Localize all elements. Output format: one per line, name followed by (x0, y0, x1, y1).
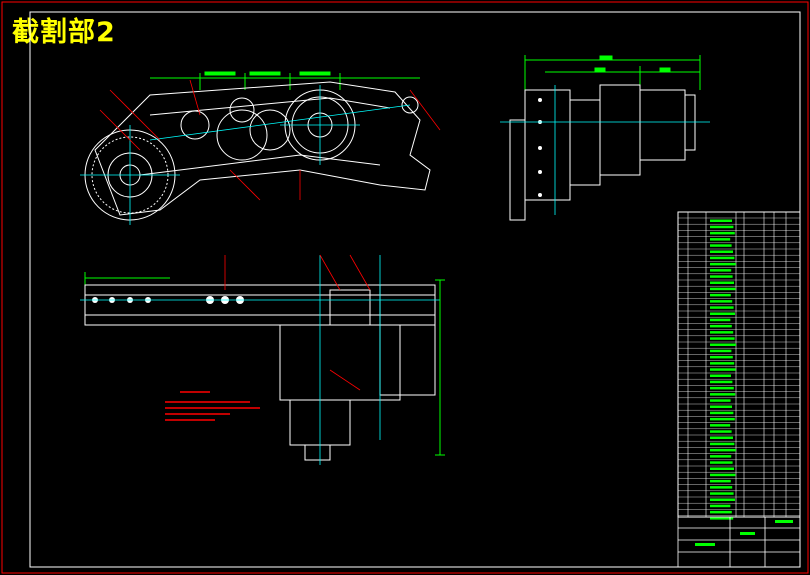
output-shaft (304, 444, 331, 461)
arm-plan-view (80, 254, 445, 465)
table-cell-mark (710, 510, 732, 514)
table-cell-mark (710, 269, 732, 272)
arm-side-view (80, 71, 441, 225)
table-cell-mark (710, 461, 733, 464)
table-cell-mark (710, 355, 733, 359)
table-cell-mark (710, 368, 736, 371)
table-cell-mark (710, 411, 734, 415)
gearbox-section (279, 324, 401, 401)
table-cell-mark (710, 374, 731, 377)
motor-end-view (500, 55, 710, 221)
table-cell-mark (710, 473, 736, 477)
table-cell-mark (710, 424, 731, 427)
drawing-title: 截割部2 (12, 17, 116, 48)
table-cell-mark (710, 312, 735, 315)
table-cell-mark (710, 455, 732, 458)
motor-body (599, 84, 641, 176)
arm-plan-body (84, 284, 436, 326)
table-cell-mark (710, 331, 734, 334)
table-cell-mark (710, 417, 735, 421)
table-cell-mark (710, 225, 734, 229)
table-cell-mark (710, 479, 731, 483)
table-cell-mark (710, 262, 736, 266)
table-cell-mark (710, 343, 736, 346)
table-cell-mark (710, 349, 732, 353)
top-dimension-chain (150, 71, 420, 90)
table-cell-mark (710, 300, 733, 303)
technical-notes (165, 391, 260, 421)
table-cell-mark (710, 244, 732, 247)
table-cell-mark (710, 467, 734, 470)
table-cell-mark (710, 492, 734, 495)
table-cell-mark (710, 436, 733, 439)
table-cell-mark (710, 250, 733, 253)
table-cell-mark (710, 293, 731, 297)
table-cell-mark (710, 256, 735, 260)
table-cell-mark (710, 393, 736, 396)
gearbox-flange (509, 119, 526, 221)
table-cell-mark (710, 287, 736, 291)
table-cell-mark (710, 337, 735, 340)
title-block (677, 516, 801, 568)
gearbox-body (524, 89, 571, 201)
table-cell-mark (710, 399, 731, 402)
table-cell-mark (710, 238, 731, 241)
table-cell-mark (710, 324, 732, 328)
table-cell-mark (710, 517, 734, 520)
table-cell-mark (710, 219, 732, 222)
table-cell-mark (710, 448, 736, 452)
table-cell-mark (710, 405, 732, 408)
table-cell-mark (710, 498, 735, 501)
parts-list-table (677, 211, 801, 520)
table-cell-mark (710, 504, 731, 508)
table-cell-mark (710, 275, 733, 278)
table-cell-mark (710, 281, 734, 284)
arm-housing-outline (94, 81, 431, 216)
table-cell-mark (710, 362, 735, 365)
table-cell-mark (710, 306, 734, 309)
table-cell-mark (710, 380, 733, 384)
table-cell-mark (710, 486, 733, 489)
table-cell-mark (710, 318, 731, 322)
table-cell-mark (710, 430, 732, 433)
table-cell-mark (710, 386, 734, 390)
table-cell-mark (710, 231, 735, 235)
table-cell-mark (710, 442, 735, 446)
